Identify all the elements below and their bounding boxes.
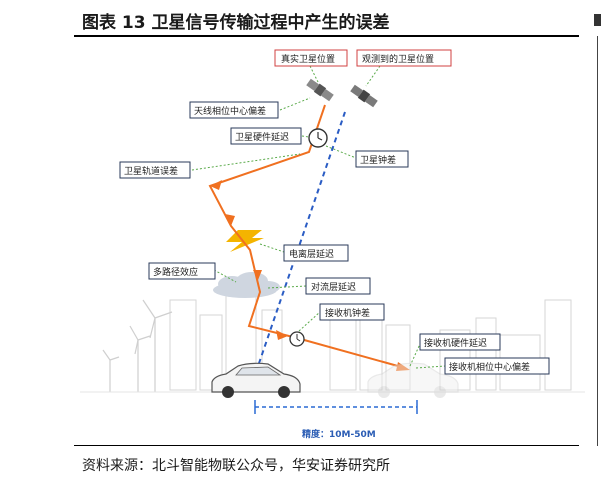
signal-arrow-1 — [210, 180, 222, 190]
car-true-icon — [211, 362, 301, 398]
satellite-observed-icon — [350, 84, 378, 108]
label-observed-position: 观测到的卫星位置 — [356, 49, 452, 67]
svg-text:卫星钟差: 卫星钟差 — [360, 154, 396, 166]
satellite-clock-icon — [308, 128, 328, 148]
source-note: 资料来源：北斗智能物联公众号，华安证券研究所 — [82, 458, 390, 474]
lightning-icon — [226, 230, 264, 252]
svg-text:接收机相位中心偏差: 接收机相位中心偏差 — [449, 361, 530, 373]
label-antenna-phase-offset: 天线相位中心偏差 — [189, 101, 279, 119]
label-satellite-hardware-delay: 卫星硬件延迟 — [230, 127, 302, 145]
label-orbit-error: 卫星轨道误差 — [119, 161, 191, 179]
svg-text:观测到的卫星位置: 观测到的卫星位置 — [362, 53, 434, 65]
label-satellite-clock-error: 卫星钟差 — [355, 150, 409, 168]
svg-text:真实卫星位置: 真实卫星位置 — [281, 53, 335, 65]
signal-arrow-4 — [276, 330, 288, 340]
svg-text:电离层延迟: 电离层延迟 — [289, 248, 334, 260]
accuracy-label: 精度：10M-50M — [302, 428, 376, 440]
label-ionosphere-delay: 电离层延迟 — [283, 244, 349, 262]
svg-text:多路径效应: 多路径效应 — [153, 266, 198, 278]
signal-arrow-3 — [253, 270, 262, 280]
label-multipath-effect: 多路径效应 — [148, 262, 216, 280]
source-rule — [74, 445, 579, 446]
svg-text:卫星硬件延迟: 卫星硬件延迟 — [235, 131, 289, 143]
svg-text:卫星轨道误差: 卫星轨道误差 — [124, 165, 178, 177]
car-observed-icon — [367, 362, 459, 398]
wind-turbines — [102, 299, 173, 392]
adjacent-column-edge — [594, 0, 601, 482]
leader-lines — [191, 65, 446, 369]
svg-text:对流层延迟: 对流层延迟 — [311, 281, 356, 293]
cloud-icon — [213, 272, 280, 298]
label-receiver-clock-error: 接收机钟差 — [319, 303, 385, 321]
signal-arrow-2 — [225, 214, 235, 226]
label-receiver-phase-offset: 接收机相位中心偏差 — [444, 357, 550, 375]
label-receiver-hardware-delay: 接收机硬件延迟 — [419, 333, 501, 351]
figure-title: 图表 13 卫星信号传输过程中产生的误差 — [82, 13, 390, 33]
svg-text:天线相位中心偏差: 天线相位中心偏差 — [194, 105, 266, 117]
label-troposphere-delay: 对流层延迟 — [305, 277, 371, 295]
signal-arrow-5 — [396, 362, 410, 371]
svg-text:接收机硬件延迟: 接收机硬件延迟 — [424, 337, 487, 349]
svg-text:接收机钟差: 接收机钟差 — [325, 307, 370, 319]
satellite-true-icon — [306, 78, 334, 102]
title-rule — [74, 35, 579, 37]
direct-signal-path — [255, 111, 346, 373]
label-true-position: 真实卫星位置 — [274, 49, 348, 67]
receiver-clock-icon — [289, 331, 305, 347]
